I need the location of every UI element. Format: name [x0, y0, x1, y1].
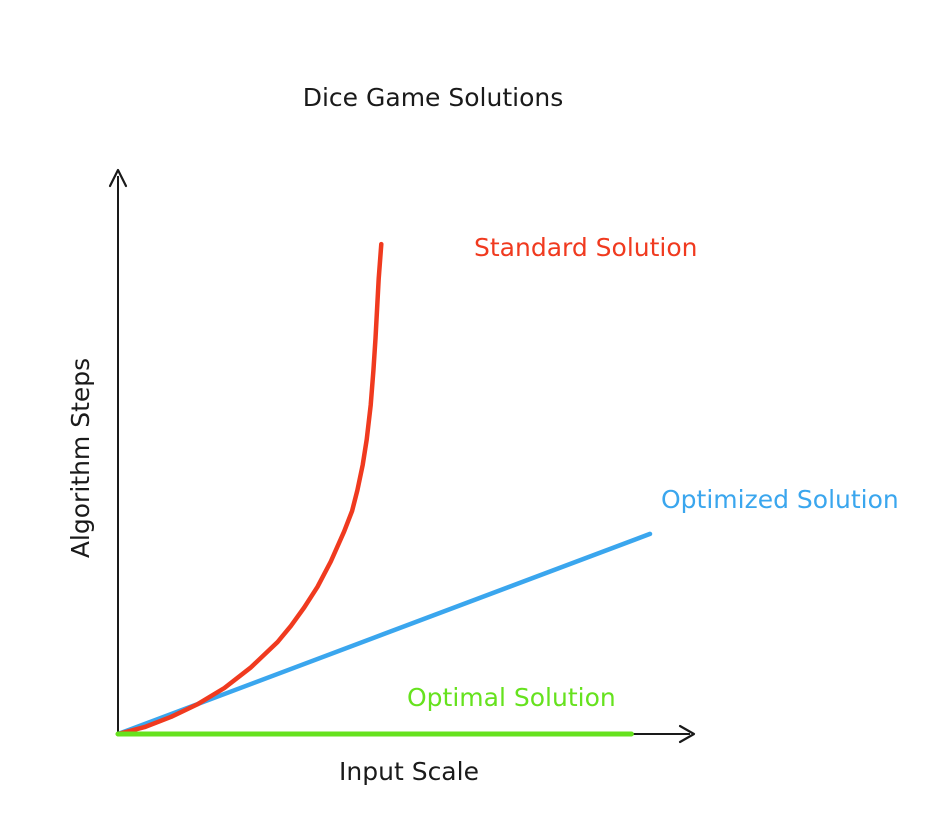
series-label-optimal-solution: Optimal Solution	[407, 683, 616, 712]
x-axis-label: Input Scale	[339, 757, 479, 786]
y-axis-arrow	[108, 168, 128, 188]
series-label-optimized-solution: Optimized Solution	[661, 485, 899, 514]
series-line-standard-solution	[115, 241, 384, 737]
y-axis-label: Algorithm Steps	[66, 358, 95, 558]
x-axis-arrow	[678, 724, 696, 744]
series-label-standard-solution: Standard Solution	[474, 233, 698, 262]
chart-title: Dice Game Solutions	[303, 83, 564, 112]
